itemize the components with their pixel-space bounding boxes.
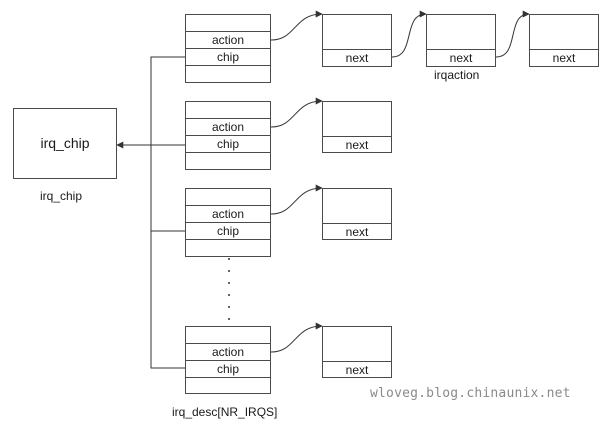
ellipsis-dot bbox=[228, 306, 230, 308]
next-arrow bbox=[495, 10, 530, 58]
chip-field: chip bbox=[186, 222, 270, 239]
chip-field: chip bbox=[186, 360, 270, 377]
irq-desc-caption: irq_desc[NR_IRQS] bbox=[172, 405, 278, 419]
action-field: action bbox=[186, 343, 270, 360]
irqaction-box: next bbox=[426, 14, 496, 67]
action-arrow bbox=[270, 322, 323, 353]
irqaction-box: next bbox=[529, 14, 599, 67]
action-field: action bbox=[186, 205, 270, 222]
next-arrow bbox=[391, 10, 427, 58]
chip-field: chip bbox=[186, 48, 270, 65]
irqaction-box: next bbox=[322, 14, 392, 67]
irqaction-box: next bbox=[322, 326, 392, 378]
irqaction-box: next bbox=[322, 188, 392, 240]
irq-chip-caption: irq_chip bbox=[40, 189, 83, 203]
empty-field bbox=[186, 65, 270, 83]
chip-field: chip bbox=[186, 135, 270, 152]
next-field: next bbox=[323, 223, 391, 240]
next-field: next bbox=[530, 49, 598, 67]
action-arrow bbox=[270, 97, 323, 128]
empty-field bbox=[186, 377, 270, 394]
next-field: next bbox=[323, 136, 391, 153]
next-field: next bbox=[323, 361, 391, 378]
action-field: action bbox=[186, 31, 270, 48]
ellipsis-dot bbox=[228, 318, 230, 320]
irq-desc-entry: action chip bbox=[185, 326, 271, 394]
action-field: action bbox=[186, 118, 270, 135]
ellipsis-dot bbox=[228, 294, 230, 296]
watermark: wloveg.blog.chinaunix.net bbox=[370, 386, 571, 401]
irq-desc-entry: action chip bbox=[185, 14, 271, 83]
irq-chip-box-label: irq_chip bbox=[40, 135, 90, 151]
next-field: next bbox=[323, 49, 391, 67]
empty-field bbox=[186, 239, 270, 257]
irq-chip-box: irq_chip bbox=[13, 108, 117, 179]
ellipsis-dot bbox=[228, 270, 230, 272]
next-field: next bbox=[427, 49, 495, 67]
ellipsis-dot bbox=[228, 258, 230, 260]
irq-desc-entry: action chip bbox=[185, 101, 271, 170]
irq-desc-entry: action chip bbox=[185, 188, 271, 257]
action-arrow bbox=[270, 10, 323, 41]
empty-field bbox=[186, 152, 270, 170]
ellipsis-dot bbox=[228, 282, 230, 284]
chip-bus-line bbox=[150, 56, 185, 369]
irqaction-box: next bbox=[322, 101, 392, 153]
irqaction-caption: irqaction bbox=[434, 68, 480, 82]
action-arrow bbox=[270, 184, 323, 215]
